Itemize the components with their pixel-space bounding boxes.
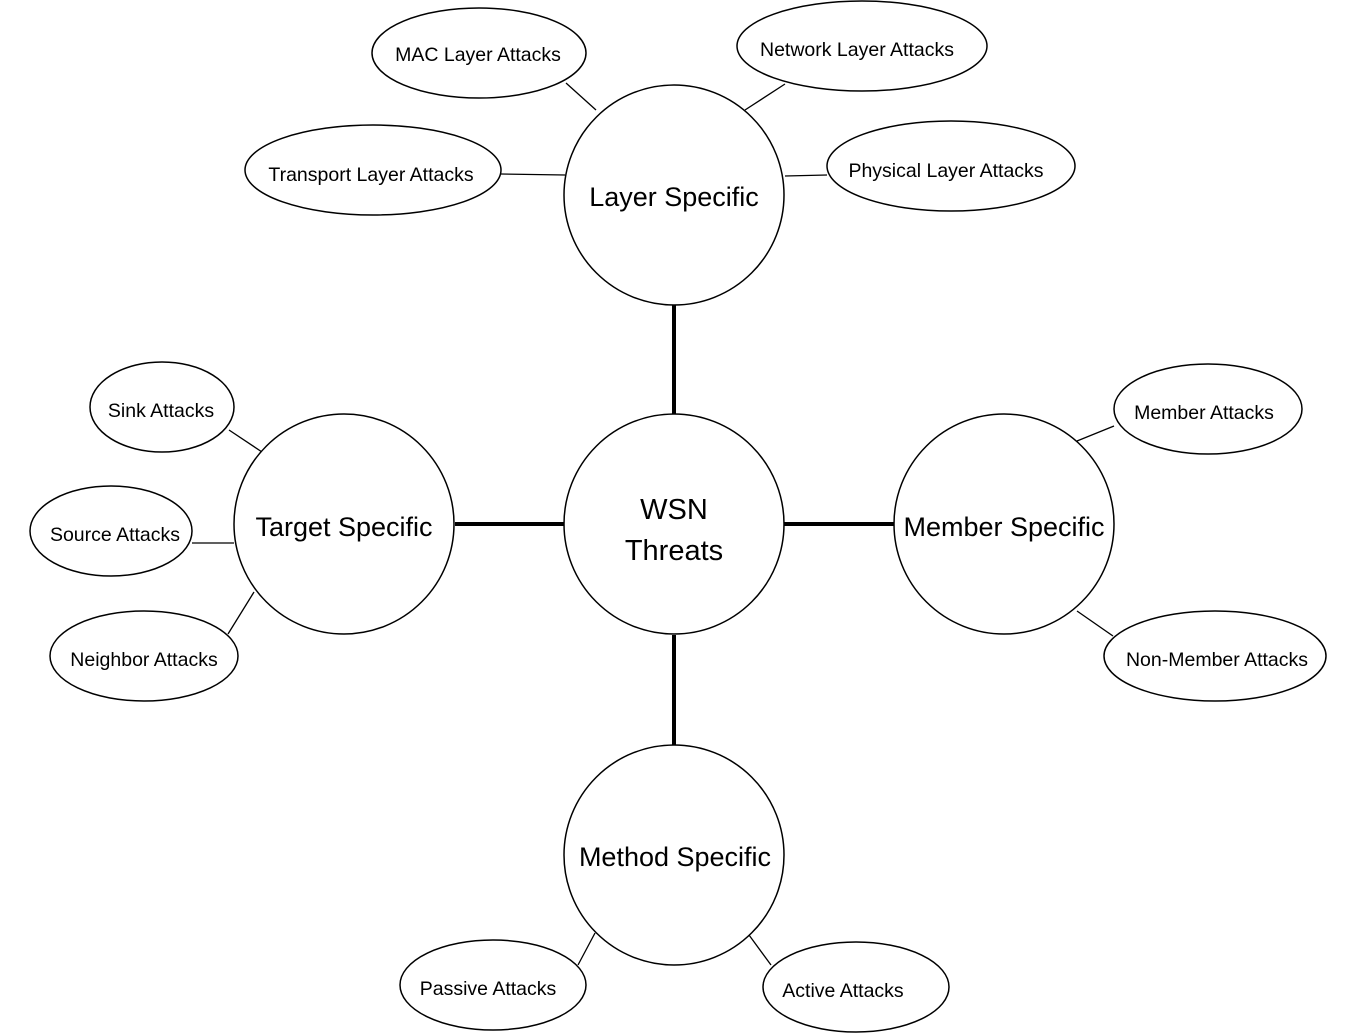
transport-layer-attacks-node: Transport Layer Attacks bbox=[244, 124, 502, 216]
layer-specific-label: Layer Specific bbox=[589, 182, 759, 212]
connector-layer-physical bbox=[784, 174, 828, 177]
connector-target-sink bbox=[228, 429, 263, 453]
center-node: WSN Threats bbox=[563, 413, 785, 635]
source-attacks-label: Source Attacks bbox=[50, 524, 180, 546]
passive-attacks-node: Passive Attacks bbox=[399, 939, 587, 1031]
connector-member-nonmember bbox=[1076, 610, 1114, 637]
layer-specific-node: Layer Specific bbox=[563, 84, 785, 306]
connector-member-member bbox=[1076, 425, 1115, 442]
mac-layer-attacks-label: MAC Layer Attacks bbox=[395, 44, 561, 66]
physical-layer-attacks-node: Physical Layer Attacks bbox=[826, 120, 1076, 212]
connector-method-active bbox=[748, 934, 772, 966]
non-member-attacks-node: Non-Member Attacks bbox=[1103, 610, 1327, 702]
connector-layer-network bbox=[744, 83, 786, 111]
member-specific-label: Member Specific bbox=[903, 512, 1104, 542]
method-specific-node: Method Specific bbox=[563, 744, 785, 966]
member-specific-node: Member Specific bbox=[893, 413, 1115, 635]
connector-layer-transport bbox=[500, 173, 566, 176]
member-attacks-node: Member Attacks bbox=[1113, 363, 1303, 455]
mac-layer-attacks-node: MAC Layer Attacks bbox=[371, 7, 587, 99]
connector-method-passive bbox=[577, 932, 596, 966]
non-member-attacks-label: Non-Member Attacks bbox=[1126, 649, 1308, 671]
center-title-line1: WSN bbox=[640, 494, 708, 526]
network-layer-attacks-node: Network Layer Attacks bbox=[736, 0, 988, 92]
member-attacks-label: Member Attacks bbox=[1134, 402, 1274, 424]
passive-attacks-label: Passive Attacks bbox=[420, 978, 557, 1000]
neighbor-attacks-label: Neighbor Attacks bbox=[70, 649, 218, 671]
active-attacks-node: Active Attacks bbox=[762, 941, 950, 1033]
sink-attacks-label: Sink Attacks bbox=[108, 400, 214, 422]
target-specific-label: Target Specific bbox=[255, 512, 432, 542]
method-specific-label: Method Specific bbox=[579, 842, 771, 872]
connector-layer-mac bbox=[565, 82, 597, 111]
connector-target-neighbor bbox=[227, 591, 255, 635]
active-attacks-label: Active Attacks bbox=[782, 980, 904, 1002]
source-attacks-node: Source Attacks bbox=[29, 485, 193, 577]
neighbor-attacks-node: Neighbor Attacks bbox=[49, 610, 239, 702]
transport-layer-attacks-label: Transport Layer Attacks bbox=[268, 164, 473, 186]
center-title-line2: Threats bbox=[625, 535, 723, 567]
physical-layer-attacks-label: Physical Layer Attacks bbox=[848, 160, 1043, 182]
network-layer-attacks-label: Network Layer Attacks bbox=[760, 39, 954, 61]
target-specific-node: Target Specific bbox=[233, 413, 455, 635]
sink-attacks-node: Sink Attacks bbox=[89, 361, 235, 453]
